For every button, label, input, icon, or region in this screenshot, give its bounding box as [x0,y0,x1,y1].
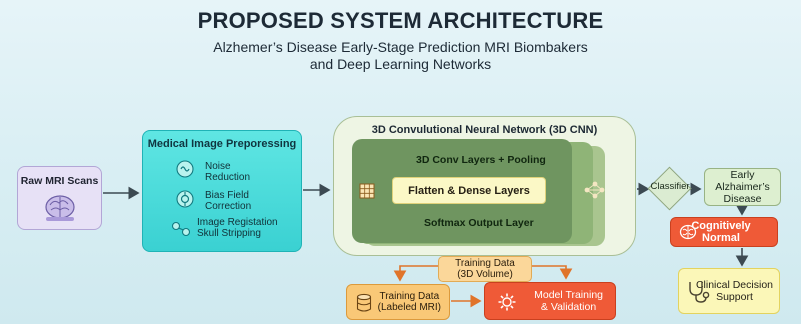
brain-icon [679,224,697,240]
cognitively-normal-box: Cognitively Normal [670,217,778,247]
model-training-box: Model Training & Validation [484,282,616,320]
prep-item-bias: Bias Field Correction [205,190,252,212]
cnn-title: 3D Convulutional Neural Network (3D CNN) [371,124,598,136]
subtitle-line-2: and Deep Learning Networks [309,56,492,72]
conv-layers-label: 3D Conv Layers + Pooling [416,154,546,166]
gear-icon [498,293,516,311]
clinical-decision-box: Clinical Decision Support [678,268,780,314]
clinical-line-1: Clinical Decision [695,279,773,291]
noise-icon [176,160,194,178]
model-training-line-2: & Validation [540,301,597,313]
preprocessing-box: Medical Image Preporessing Noise Reducti… [142,130,302,252]
network-icon [584,181,605,199]
training-volume-line-2: (3D Volume) [457,269,513,280]
brain-scan-icon [45,195,75,221]
raw-mri-label: Raw MRI Scans [20,175,99,187]
registration-icon [171,221,191,237]
bias-field-icon [176,190,194,208]
database-icon [356,293,372,312]
preprocessing-title: Medical Image Preporessing [147,138,297,150]
early-line-2: Disease [723,193,762,205]
page-title: PROPOSED SYSTEM ARCHITECTURE [197,8,604,33]
flatten-dense-box: Flatten & Dense Layers [392,177,546,204]
raw-mri-box: Raw MRI Scans [17,166,102,230]
subtitle-line-1: Alzhemer’s Disease Early-Stage Predictio… [213,39,588,55]
training-labeled-line-1: Training Data [379,291,440,302]
training-data-volume-box: Training Data (3D Volume) [438,256,532,282]
cognitively-normal-label: Cognitively Normal [691,220,751,244]
softmax-layer-label: Softmax Output Layer [424,217,534,229]
early-line-1: Early Alzhaimer’s [715,169,770,193]
arrow-training-volume-left [393,265,438,282]
arrow-training-volume-right [532,265,573,280]
training-data-labeled-box: Training Data (Labeled MRI) [346,284,450,320]
training-volume-line-1: Training Data [455,258,515,269]
clinical-line-2: Support [716,291,753,303]
early-alzheimers-box: Early Alzhaimer’s Disease [704,168,781,206]
stethoscope-icon [689,282,710,303]
prep-item-registration: Image Registation Skull Stripping [197,217,278,239]
prep-item-noise: Noise Reduction [205,161,251,183]
grid-icon [359,183,375,199]
page-subtitle: Alzhemer’s Disease Early-Stage Predictio… [0,39,801,73]
model-training-line-1: Model Training [534,289,603,301]
classifier-label: Classifier [650,181,690,192]
training-labeled-line-2: (Labeled MRI) [377,302,441,313]
